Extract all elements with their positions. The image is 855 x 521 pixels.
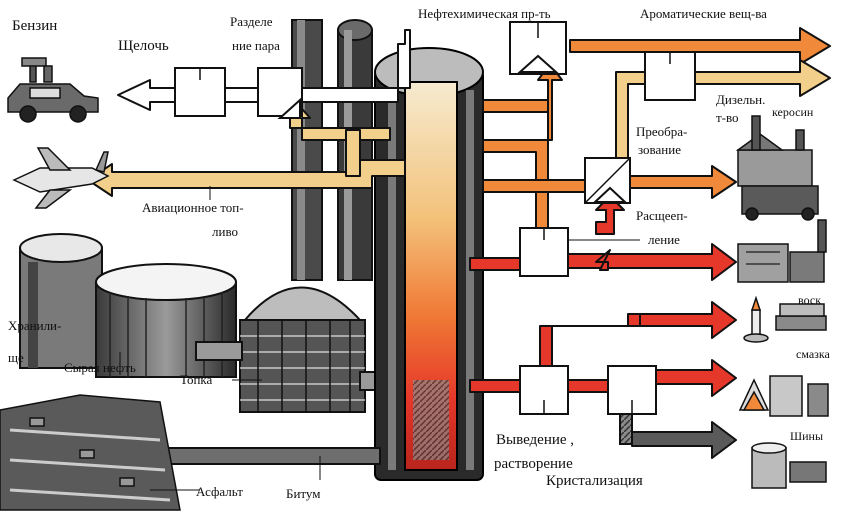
label-bitumen: Битум <box>286 486 321 501</box>
tire-icon <box>751 442 827 489</box>
storage-tank-back <box>19 233 103 369</box>
label-asphalt: Асфальт <box>196 484 243 499</box>
label-cracking-2: ление <box>648 232 680 247</box>
label-grease: смазка <box>796 347 830 361</box>
label-aviation-1: Авиационное топ- <box>142 200 244 215</box>
grease-icon <box>738 375 829 417</box>
label-extraction-1: Выведение , <box>496 432 575 448</box>
label-storage-2: ще <box>8 350 24 365</box>
separation-triangle <box>277 97 301 119</box>
label-cracking-1: Расщееп- <box>636 208 688 223</box>
label-aromatics: Ароматические вещ-ва <box>640 6 767 21</box>
airplane-icon <box>12 147 110 209</box>
label-separation-2: ние пара <box>232 38 280 53</box>
label-reform-1: Преобра- <box>636 124 688 139</box>
label-aviation-2: ливо <box>212 224 238 239</box>
label-petrochem: Нефтехимическая пр-ть <box>418 6 551 21</box>
car-icon <box>7 57 99 123</box>
label-extraction-2: растворение <box>494 456 573 472</box>
label-gasoline: Бензин <box>12 18 58 34</box>
label-diesel-1: Дизельн. <box>716 92 766 107</box>
asphalt-road-icon <box>0 394 181 511</box>
crude-oil-tank <box>95 263 237 378</box>
label-kerosene: керосин <box>772 105 814 119</box>
label-alkali: Щелочь <box>118 38 169 54</box>
wax-icon <box>743 295 827 343</box>
label-tires: Шины <box>790 429 824 443</box>
label-wax: воск <box>798 293 822 307</box>
plant-icon <box>737 219 827 283</box>
distillation-column <box>374 47 484 481</box>
label-crude: Сырая нефть <box>64 360 136 375</box>
factory-icon <box>735 115 819 221</box>
label-crystallization: Кристализация <box>546 473 643 489</box>
label-reform-2: зование <box>638 142 681 157</box>
label-furnace: Топка <box>180 372 213 387</box>
label-diesel-2: т-во <box>716 110 739 125</box>
label-separation-1: Разделе <box>230 14 273 29</box>
label-storage-1: Хранили- <box>8 318 62 333</box>
